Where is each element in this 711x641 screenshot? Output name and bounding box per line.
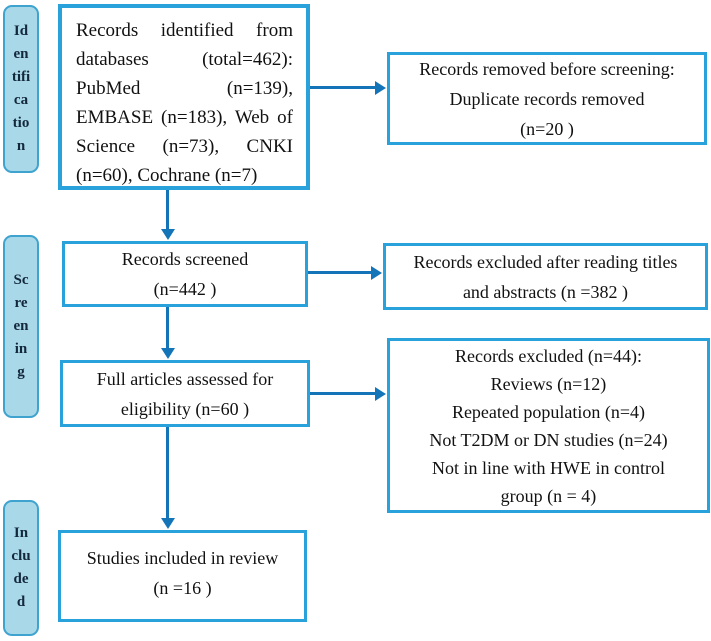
box-records-excluded-fulltext: Records excluded (n=44): Reviews (n=12) … bbox=[387, 338, 710, 513]
arrow-down-icon bbox=[161, 190, 175, 240]
box-line: Science (n=73), CNKI bbox=[76, 136, 293, 157]
arrow-down-icon bbox=[161, 307, 175, 359]
stage-label-line: re bbox=[14, 295, 28, 311]
box-line: databases (total=462): bbox=[76, 49, 293, 70]
stage-label-line: en bbox=[13, 46, 29, 62]
box-records-screened: Records screened (n=442 ) bbox=[62, 241, 308, 307]
arrow-shaft bbox=[166, 190, 169, 231]
stage-label-line: en bbox=[13, 318, 29, 334]
box-line: (n=442 ) bbox=[153, 279, 217, 299]
box-records-identified: Records identified from databases (total… bbox=[58, 4, 310, 190]
box-line: Studies included in review bbox=[86, 548, 279, 568]
stage-label-line: ca bbox=[13, 92, 29, 108]
arrow-head bbox=[161, 348, 175, 359]
box-line: Records removed before screening: bbox=[419, 58, 675, 79]
arrow-down-icon bbox=[161, 427, 175, 529]
box-line: (n=20 ) bbox=[520, 118, 574, 139]
arrow-shaft bbox=[308, 271, 373, 274]
arrow-head bbox=[161, 229, 175, 240]
box-line: group (n = 4) bbox=[500, 485, 597, 506]
box-records-excluded-titles: Records excluded after reading titles an… bbox=[383, 243, 708, 310]
stage-label-line: Sc bbox=[13, 272, 29, 288]
stage-label-line: tio bbox=[12, 115, 30, 131]
arrow-head bbox=[375, 387, 386, 401]
box-line: eligibility (n=60 ) bbox=[120, 398, 250, 419]
stage-label-line: g bbox=[17, 364, 25, 380]
box-line: Full articles assessed for bbox=[96, 368, 274, 389]
stage-label-line: In bbox=[13, 525, 29, 541]
box-line: (n =16 ) bbox=[153, 578, 212, 598]
stage-label-line: tifi bbox=[11, 69, 31, 85]
box-line: Not T2DM or DN studies (n=24) bbox=[429, 429, 668, 450]
box-line: and abstracts (n =382 ) bbox=[462, 281, 629, 302]
stage-label-identification: Id en tifi ca tio n bbox=[3, 5, 39, 173]
box-line: Repeated population (n=4) bbox=[451, 401, 646, 422]
box-line: Not in line with HWE in control bbox=[432, 457, 665, 478]
box-line: (n=60), Cochrane (n=7) bbox=[76, 165, 258, 186]
stage-label-line: clu bbox=[11, 548, 31, 564]
box-studies-included: Studies included in review (n =16 ) bbox=[58, 530, 307, 622]
stage-label-line: Id bbox=[13, 23, 29, 39]
box-line: Records excluded (n=44): bbox=[454, 345, 643, 366]
arrow-right-icon bbox=[308, 266, 382, 280]
box-line: Records screened bbox=[121, 249, 249, 269]
arrow-head bbox=[161, 518, 175, 529]
stage-label-line: de bbox=[13, 571, 29, 587]
box-line: Reviews (n=12) bbox=[490, 373, 607, 394]
box-line: Records identified from bbox=[76, 20, 293, 41]
box-line: Duplicate records removed bbox=[449, 88, 645, 109]
box-line: Records excluded after reading titles bbox=[413, 251, 678, 272]
arrow-shaft bbox=[166, 307, 169, 350]
box-line: PubMed (n=139), bbox=[76, 78, 293, 99]
arrow-right-icon bbox=[310, 81, 386, 95]
stage-label-included: In clu de d bbox=[3, 500, 39, 636]
stage-label-screening: Sc re en in g bbox=[3, 235, 39, 418]
box-full-articles-assessed: Full articles assessed for eligibility (… bbox=[60, 360, 310, 427]
arrow-right-icon bbox=[310, 387, 386, 401]
box-records-removed: Records removed before screening: Duplic… bbox=[387, 52, 707, 145]
arrow-shaft bbox=[166, 427, 169, 520]
box-line: EMBASE (n=183), Web of bbox=[76, 107, 293, 128]
stage-label-line: in bbox=[14, 341, 28, 357]
arrow-shaft bbox=[310, 86, 377, 89]
arrow-shaft bbox=[310, 392, 377, 395]
stage-label-line: n bbox=[16, 138, 26, 154]
stage-label-line: d bbox=[16, 594, 26, 610]
arrow-head bbox=[371, 266, 382, 280]
arrow-head bbox=[375, 81, 386, 95]
